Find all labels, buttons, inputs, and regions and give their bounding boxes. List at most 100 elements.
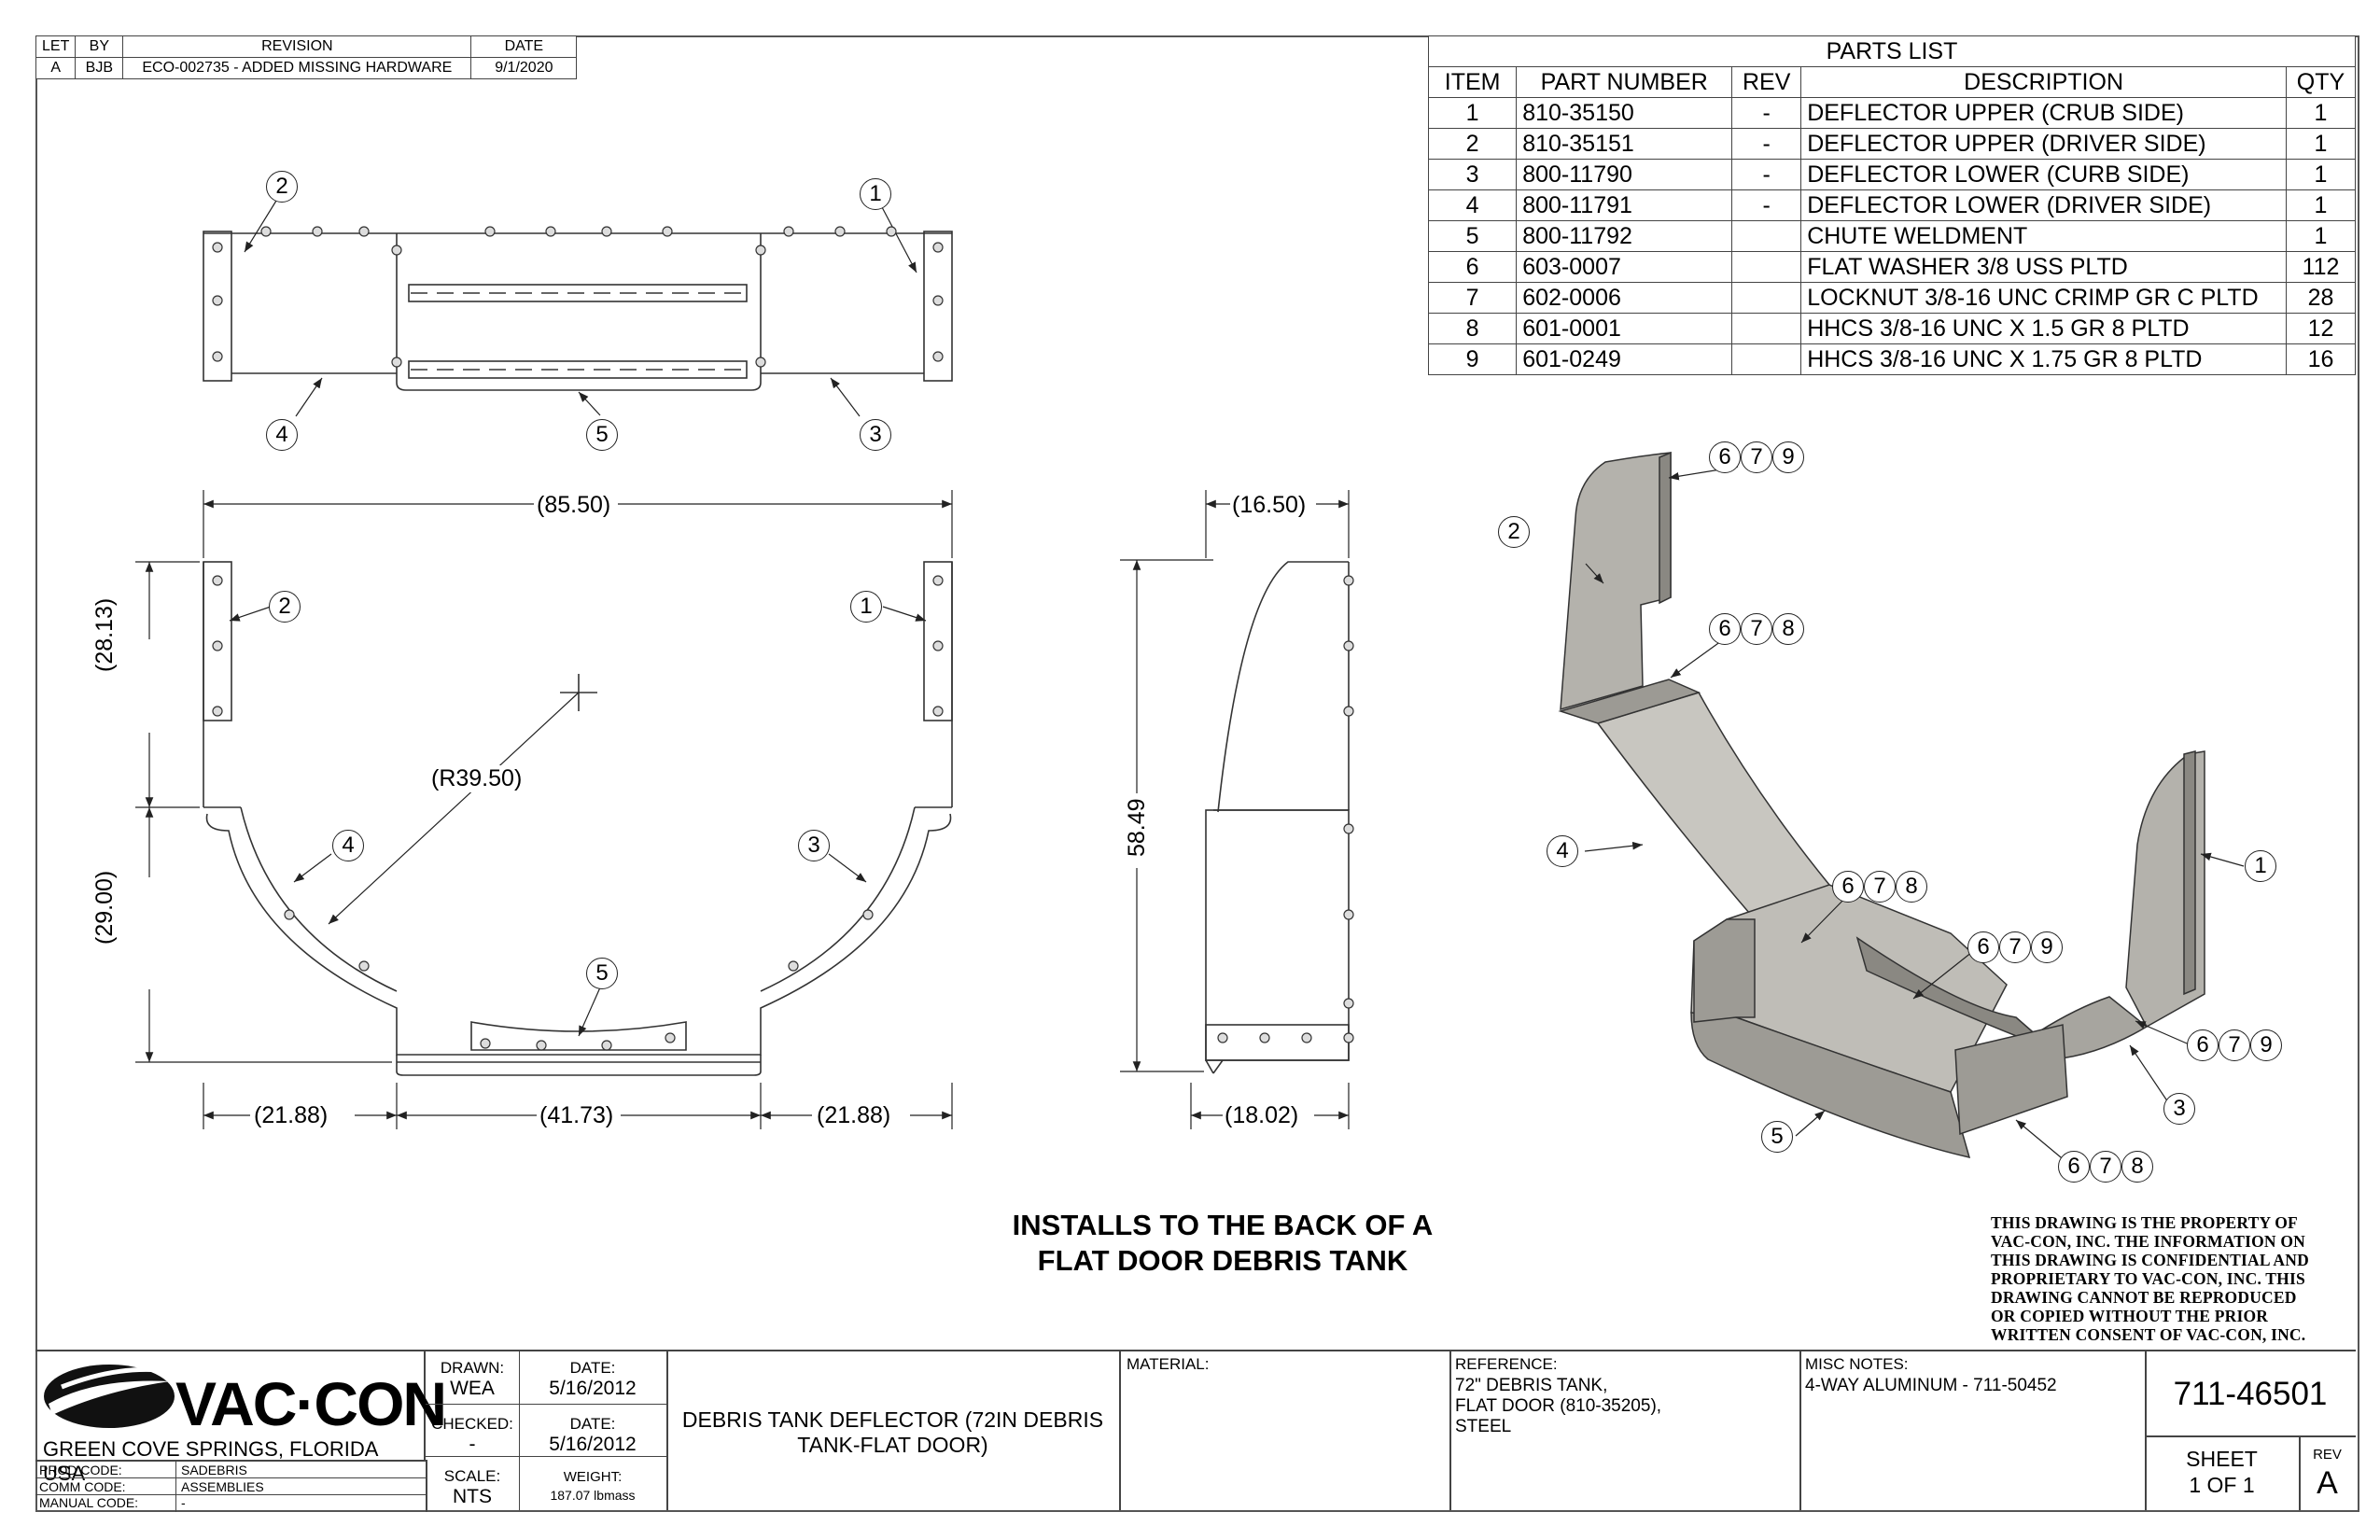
logo-cell: VAC·CON GREEN COVE SPRINGS, FLORIDA USA: [35, 1351, 447, 1485]
install-note: INSTALLS TO THE BACK OF A FLAT DOOR DEBR…: [915, 1208, 1531, 1279]
dim-side-height: 58.49: [1124, 798, 1151, 857]
property-notice-line: WRITTEN CONSENT OF VAC-CON, INC.: [1991, 1325, 2306, 1344]
parts-cell: DEFLECTOR UPPER (DRIVER SIDE): [1800, 128, 2287, 160]
rev-cell: 9/1/2020: [470, 57, 578, 79]
callout-balloon: 6: [1709, 441, 1741, 473]
property-notice-line: THIS DRAWING IS CONFIDENTIAL AND: [1991, 1251, 2309, 1269]
weight-value: 187.07 lbmass: [550, 1488, 636, 1503]
parts-cell: DEFLECTOR LOWER (DRIVER SIDE): [1800, 189, 2287, 221]
callout-balloon: 4: [1547, 835, 1578, 867]
comm-code-label: COMM CODE:: [39, 1479, 126, 1494]
callout-balloon: 7: [2219, 1029, 2250, 1061]
parts-cell: [1731, 343, 1802, 375]
parts-cell: -: [1731, 159, 1802, 190]
drawing-number-cell: 711-46501 SHEET 1 OF 1 REV A: [2145, 1351, 2356, 1510]
parts-cell: -: [1731, 97, 1802, 129]
revision-row: A BJB ECO-002735 - ADDED MISSING HARDWAR…: [35, 57, 578, 79]
callout-balloon: 8: [1772, 613, 1804, 645]
manual-code-label: MANUAL CODE:: [39, 1495, 139, 1510]
callout-balloon: 5: [586, 958, 618, 989]
parts-cell: 8: [1427, 313, 1518, 344]
parts-cell: CHUTE WELDMENT: [1800, 220, 2287, 252]
parts-cell: 603-0007: [1516, 251, 1733, 283]
callout-balloon: 6: [1967, 931, 1999, 963]
property-notice-line: PROPRIETARY TO VAC-CON, INC. THIS: [1991, 1269, 2305, 1288]
misc-notes-label: MISC NOTES:: [1805, 1355, 1909, 1373]
parts-cell: 3: [1427, 159, 1518, 190]
title-block: VAC·CON GREEN COVE SPRINGS, FLORIDA USA …: [35, 1350, 2356, 1512]
parts-cell: 7: [1427, 282, 1518, 314]
callout-balloon: 7: [2090, 1151, 2121, 1183]
parts-cell: 2: [1427, 128, 1518, 160]
parts-cell: 12: [2285, 313, 2357, 344]
parts-cell: [1731, 251, 1802, 283]
callout-balloon: 6: [2058, 1151, 2090, 1183]
approval-grid: DRAWN: WEA DATE: 5/16/2012 CHECKED: - DA…: [426, 1351, 668, 1510]
rev-cell: A: [35, 57, 77, 79]
parts-cell: 5: [1427, 220, 1518, 252]
property-notice-line: DRAWING CANNOT BE REPRODUCED: [1991, 1288, 2297, 1307]
company-name: VAC·CON: [175, 1369, 447, 1438]
rev-header-let: LET: [35, 35, 77, 58]
scale-label: SCALE:: [443, 1467, 501, 1485]
drawn-by: WEA: [450, 1378, 495, 1399]
parts-cell: 112: [2285, 251, 2357, 283]
callout-balloon: 2: [266, 171, 298, 203]
install-note-line2: FLAT DOOR DEBRIS TANK: [1037, 1244, 1408, 1277]
drawing-frame: [35, 35, 2359, 1512]
callout-balloon: 2: [1498, 516, 1530, 548]
material-label: MATERIAL:: [1127, 1355, 1210, 1373]
rev-header-date: DATE: [470, 35, 578, 58]
dim-right-width: (21.88): [817, 1102, 891, 1129]
parts-cell: [1731, 220, 1802, 252]
callout-balloon: 4: [266, 419, 298, 451]
drawn-date: 5/16/2012: [549, 1378, 637, 1399]
drawn-label: DRAWN:: [440, 1359, 505, 1377]
dim-side-top: (16.50): [1232, 492, 1307, 519]
reference-line1: 72" DEBRIS TANK,: [1455, 1376, 1608, 1395]
rev-cell: ECO-002735 - ADDED MISSING HARDWARE: [122, 57, 472, 79]
parts-header-description: DESCRIPTION: [1800, 66, 2287, 98]
prod-code: SADEBRIS: [181, 1463, 247, 1477]
checked-date-label: DATE:: [569, 1415, 616, 1433]
parts-cell: 810-35150: [1516, 97, 1733, 129]
parts-cell: DEFLECTOR LOWER (CURB SIDE): [1800, 159, 2287, 190]
parts-header-rev: REV: [1731, 66, 1802, 98]
rev-header-by: BY: [75, 35, 124, 58]
dim-center-width: (41.73): [539, 1102, 614, 1129]
callout-balloon: 6: [1832, 871, 1864, 903]
callout-balloon: 2: [269, 591, 301, 623]
prod-code-label: PROD CODE:: [39, 1463, 122, 1477]
property-notice-line: VAC-CON, INC. THE INFORMATION ON: [1991, 1232, 2305, 1251]
dim-side-bottom: (18.02): [1225, 1102, 1299, 1129]
parts-header-qty: QTY: [2285, 66, 2357, 98]
drawing-title-cell: DEBRIS TANK DEFLECTOR (72IN DEBRIS TANK-…: [666, 1351, 1121, 1510]
parts-cell: 16: [2285, 343, 2357, 375]
callout-balloon: 3: [2163, 1093, 2195, 1125]
dim-upper-height: (28.13): [91, 597, 119, 672]
vac-con-logo-icon: [44, 1365, 175, 1428]
callout-balloon: 3: [798, 830, 830, 861]
misc-notes-cell: MISC NOTES: 4-WAY ALUMINUM - 711-50452: [1799, 1351, 2147, 1510]
parts-cell: 1: [2285, 189, 2357, 221]
parts-cell: 1: [2285, 97, 2357, 129]
callout-balloon: 7: [1741, 613, 1772, 645]
parts-cell: 9: [1427, 343, 1518, 375]
callout-balloon: 7: [1741, 441, 1772, 473]
parts-cell: HHCS 3/8-16 UNC X 1.75 GR 8 PLTD: [1800, 343, 2287, 375]
dim-lower-height: (29.00): [91, 870, 119, 945]
company-location: GREEN COVE SPRINGS, FLORIDA USA: [43, 1437, 378, 1485]
parts-cell: 601-0249: [1516, 343, 1733, 375]
parts-list-title: PARTS LIST: [1428, 35, 2356, 67]
dim-radius: (R39.50): [431, 765, 523, 792]
callout-balloon: 9: [1772, 441, 1804, 473]
rev-label: REV: [2313, 1447, 2342, 1463]
material-cell: MATERIAL:: [1119, 1351, 1451, 1510]
